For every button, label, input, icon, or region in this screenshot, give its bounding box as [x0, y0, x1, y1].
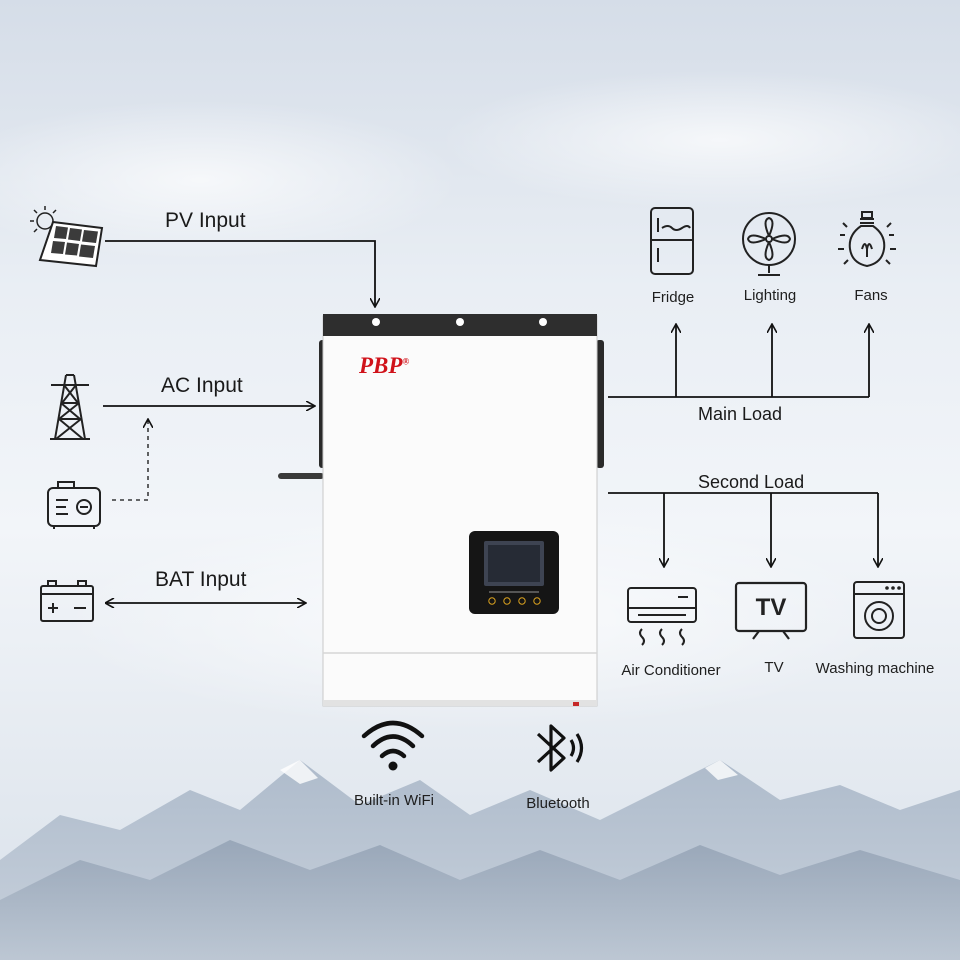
- light-bulb-icon: [838, 211, 896, 268]
- pv-input-line: [105, 240, 375, 306]
- wifi-icon: [361, 720, 425, 771]
- ac-input-label: AC Input: [161, 374, 243, 397]
- second-load-item-tv: TV: [764, 659, 784, 676]
- air-conditioner-icon: [627, 587, 697, 646]
- generator-icon: [47, 481, 101, 529]
- generator-dashed-line: [112, 420, 148, 501]
- pv-input-label: PV Input: [165, 209, 246, 232]
- second-load-lines: [608, 492, 878, 566]
- second-load-item-air-conditioner: Air Conditioner: [621, 662, 721, 679]
- fridge-icon: [650, 207, 694, 275]
- main-load-item-lighting: Lighting: [743, 287, 797, 304]
- main-load-item-fridge: Fridge: [651, 289, 695, 306]
- tv-icon-glyph: TV: [756, 594, 787, 621]
- bluetooth-icon: [536, 724, 584, 772]
- tv-icon: TV: [734, 581, 808, 640]
- wifi-label: Built-in WiFi: [353, 792, 435, 809]
- fan-icon: [742, 212, 796, 276]
- washing-machine-icon: [853, 581, 905, 639]
- main-load-lines: [608, 325, 869, 398]
- bat-input-label: BAT Input: [155, 568, 247, 591]
- solar-panel-icon: [30, 206, 104, 268]
- power-tower-icon: [50, 374, 90, 440]
- inverter-device: [278, 314, 604, 707]
- battery-icon: [40, 580, 94, 622]
- second-load-item-washing-machine: Washing machine: [815, 660, 935, 677]
- main-load-item-fans: Fans: [854, 287, 888, 304]
- brand-logo: PBP®: [359, 353, 410, 378]
- main-load-label: Main Load: [698, 404, 783, 424]
- bluetooth-label: Bluetooth: [526, 795, 590, 812]
- second-load-label: Second Load: [698, 472, 805, 492]
